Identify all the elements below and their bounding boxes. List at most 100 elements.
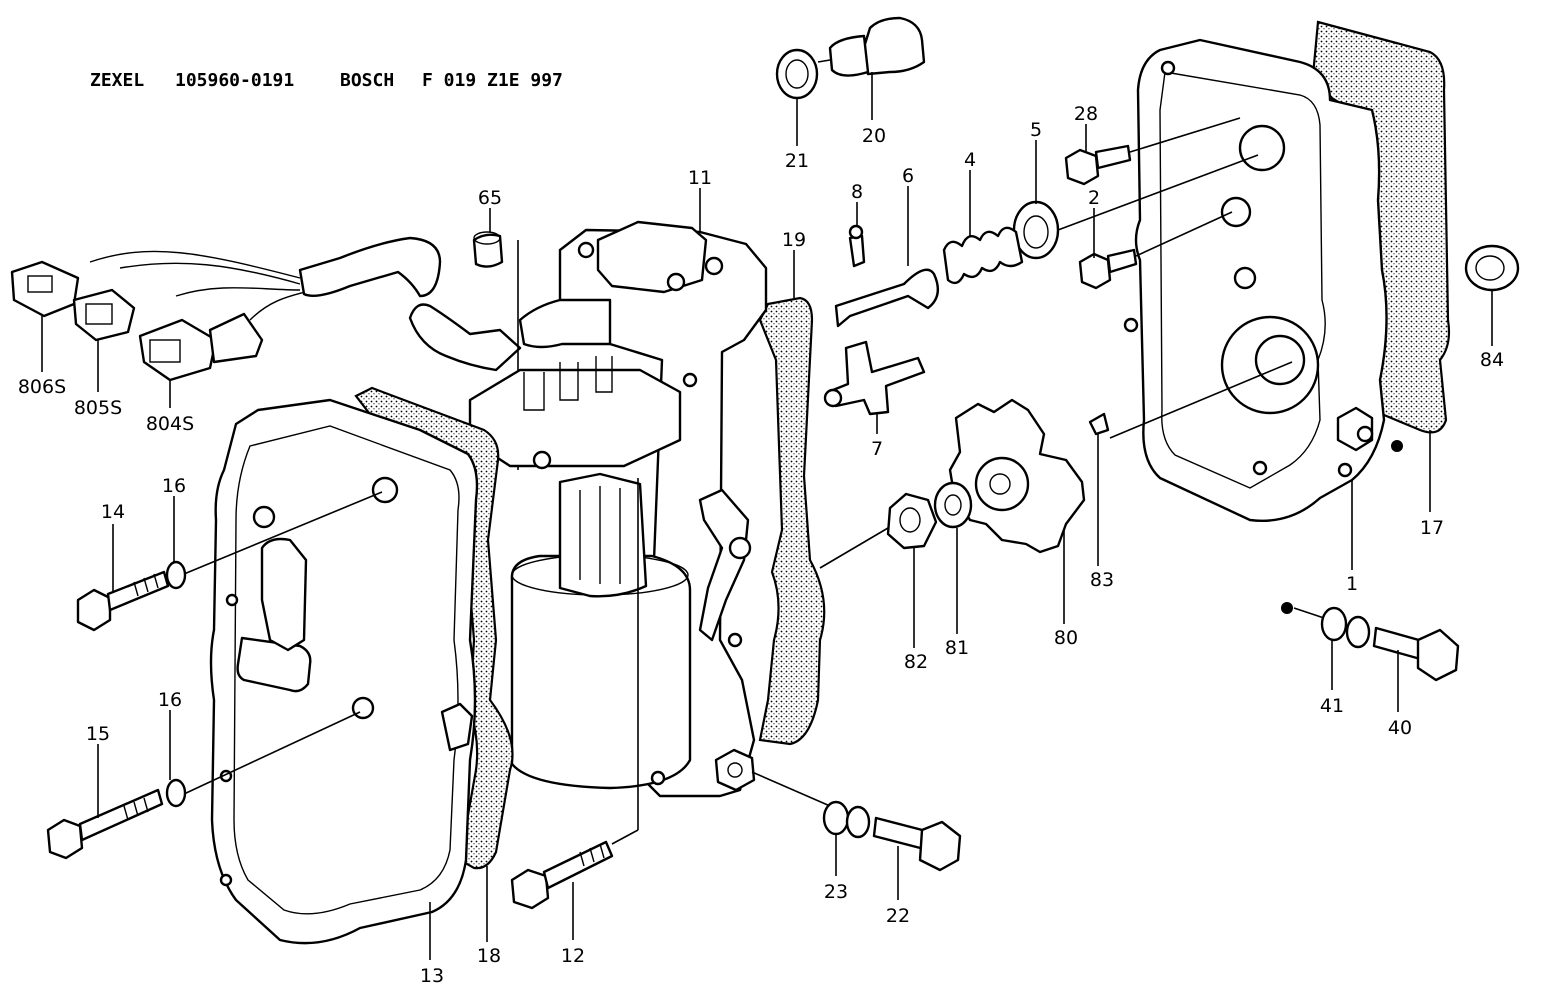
part-20-plug-thread <box>828 34 870 77</box>
callout-21: 21 <box>785 150 809 172</box>
callout-20: 20 <box>862 125 886 147</box>
part-2-bolt-shank <box>1106 248 1138 274</box>
cover-boss-a <box>260 537 308 652</box>
part-81-washer-hole <box>944 494 962 516</box>
cover-hole-c <box>351 696 375 720</box>
part-4-spring <box>942 226 1024 285</box>
connector-804s-boot <box>208 312 264 364</box>
governor-housing <box>1134 38 1388 522</box>
actuator-top-cover <box>596 220 708 294</box>
housing-hole-e <box>1337 462 1353 478</box>
plate-nut <box>714 748 756 792</box>
gasket-19 <box>758 296 826 746</box>
actuator-screw-b <box>704 256 724 276</box>
title-bosch-part-number: F 019 Z1E 997 <box>422 70 563 91</box>
harness-sleeve <box>298 236 442 298</box>
cover-bracket <box>440 702 474 752</box>
part-8-screw <box>848 234 866 268</box>
housing-upper-bore <box>1238 124 1286 172</box>
part-14-axis <box>183 491 383 575</box>
callout-41: 41 <box>1320 695 1344 717</box>
part-15-thread <box>123 797 149 821</box>
callout-82: 82 <box>904 651 928 673</box>
part-8-screw-head <box>848 224 864 240</box>
callout-11: 11 <box>688 167 712 189</box>
callout-16-lower: 16 <box>158 689 182 711</box>
callout-1: 1 <box>1346 573 1358 595</box>
part-80-gear-hole <box>989 473 1011 495</box>
part-15-bolt-head <box>46 818 84 860</box>
part-84-ring <box>1464 244 1520 292</box>
plate-hole-b <box>727 632 743 648</box>
callout-805s: 805S <box>74 397 122 419</box>
housing-mid-bore <box>1220 196 1252 228</box>
callout-23: 23 <box>824 881 848 903</box>
callout-7: 7 <box>871 438 883 460</box>
terminal-block <box>468 368 682 468</box>
plate-hole-a <box>682 372 698 388</box>
part-41-washer-a <box>1320 606 1348 642</box>
callout-19: 19 <box>782 229 806 251</box>
actuator-screw-a <box>666 272 686 292</box>
callout-40: 40 <box>1388 717 1412 739</box>
connector-804s-pins <box>149 339 181 363</box>
part-12-bolt-shank <box>542 840 614 890</box>
actuator-arm <box>518 298 612 349</box>
part-5-axis <box>1057 154 1259 231</box>
part-16-washer-lower <box>165 778 187 808</box>
part-21-seal-inner <box>785 59 809 89</box>
part-12-axis <box>611 829 639 845</box>
cover-hole-a <box>371 476 399 504</box>
part-83-key <box>1088 412 1110 436</box>
cover-hole-e <box>219 873 233 887</box>
part-7-bracket <box>826 340 926 416</box>
part-5-cup-inner <box>1023 215 1049 249</box>
part-28-axis <box>1129 117 1241 153</box>
callout-17: 17 <box>1420 517 1444 539</box>
part-20-plug-body <box>858 16 926 76</box>
callout-806s: 806S <box>18 376 66 398</box>
callout-4: 4 <box>964 149 976 171</box>
shaft-axis-lower <box>819 527 889 569</box>
callout-16-upper: 16 <box>162 475 186 497</box>
cover-window <box>236 636 312 693</box>
part-82-nut-bore <box>899 507 921 533</box>
callout-804s: 804S <box>146 413 194 435</box>
solenoid-core <box>558 472 648 598</box>
actuator-screw-c <box>577 241 595 259</box>
callout-12: 12 <box>561 945 585 967</box>
housing-main-bore-inner <box>1254 334 1306 386</box>
part-40-bolt-head <box>1416 628 1460 682</box>
part-41-axis <box>1293 607 1325 619</box>
connector-806s-pins <box>27 275 53 293</box>
housing-hole-c <box>1233 266 1257 290</box>
housing-hole-b <box>1123 317 1139 333</box>
harness-wires <box>89 250 306 321</box>
assembly-dot-upper <box>1391 440 1403 452</box>
housing-hole-a <box>1160 60 1176 76</box>
governor-cover-inner <box>233 425 460 915</box>
callout-13: 13 <box>420 965 444 987</box>
part-15-bolt-shank <box>78 788 164 842</box>
part-21-seal <box>775 48 819 100</box>
part-65-sleeve-top <box>473 231 501 245</box>
assembly-dot-lower <box>1281 602 1293 614</box>
part-16-washer-upper <box>165 560 187 590</box>
part-28-bolt-shank <box>1094 144 1132 170</box>
part-20-axis <box>817 59 831 63</box>
callout-84: 84 <box>1480 349 1504 371</box>
linkage-lever <box>698 488 750 642</box>
part-81-washer <box>933 481 973 529</box>
part-80-gear-bore <box>974 456 1030 512</box>
terminal-tabs <box>523 356 613 411</box>
title-zexel-part-number: 105960-0191 <box>175 70 295 91</box>
shaft-axis-upper <box>1109 361 1293 439</box>
callout-80: 80 <box>1054 627 1078 649</box>
title-brand-zexel: ZEXEL <box>90 70 145 91</box>
part-28-bolt-head <box>1064 148 1100 186</box>
cover-hole-b <box>252 505 276 529</box>
part-2-bolt-head <box>1078 252 1112 290</box>
housing-hole-d <box>1252 460 1268 476</box>
linkage-pivot <box>728 536 752 560</box>
